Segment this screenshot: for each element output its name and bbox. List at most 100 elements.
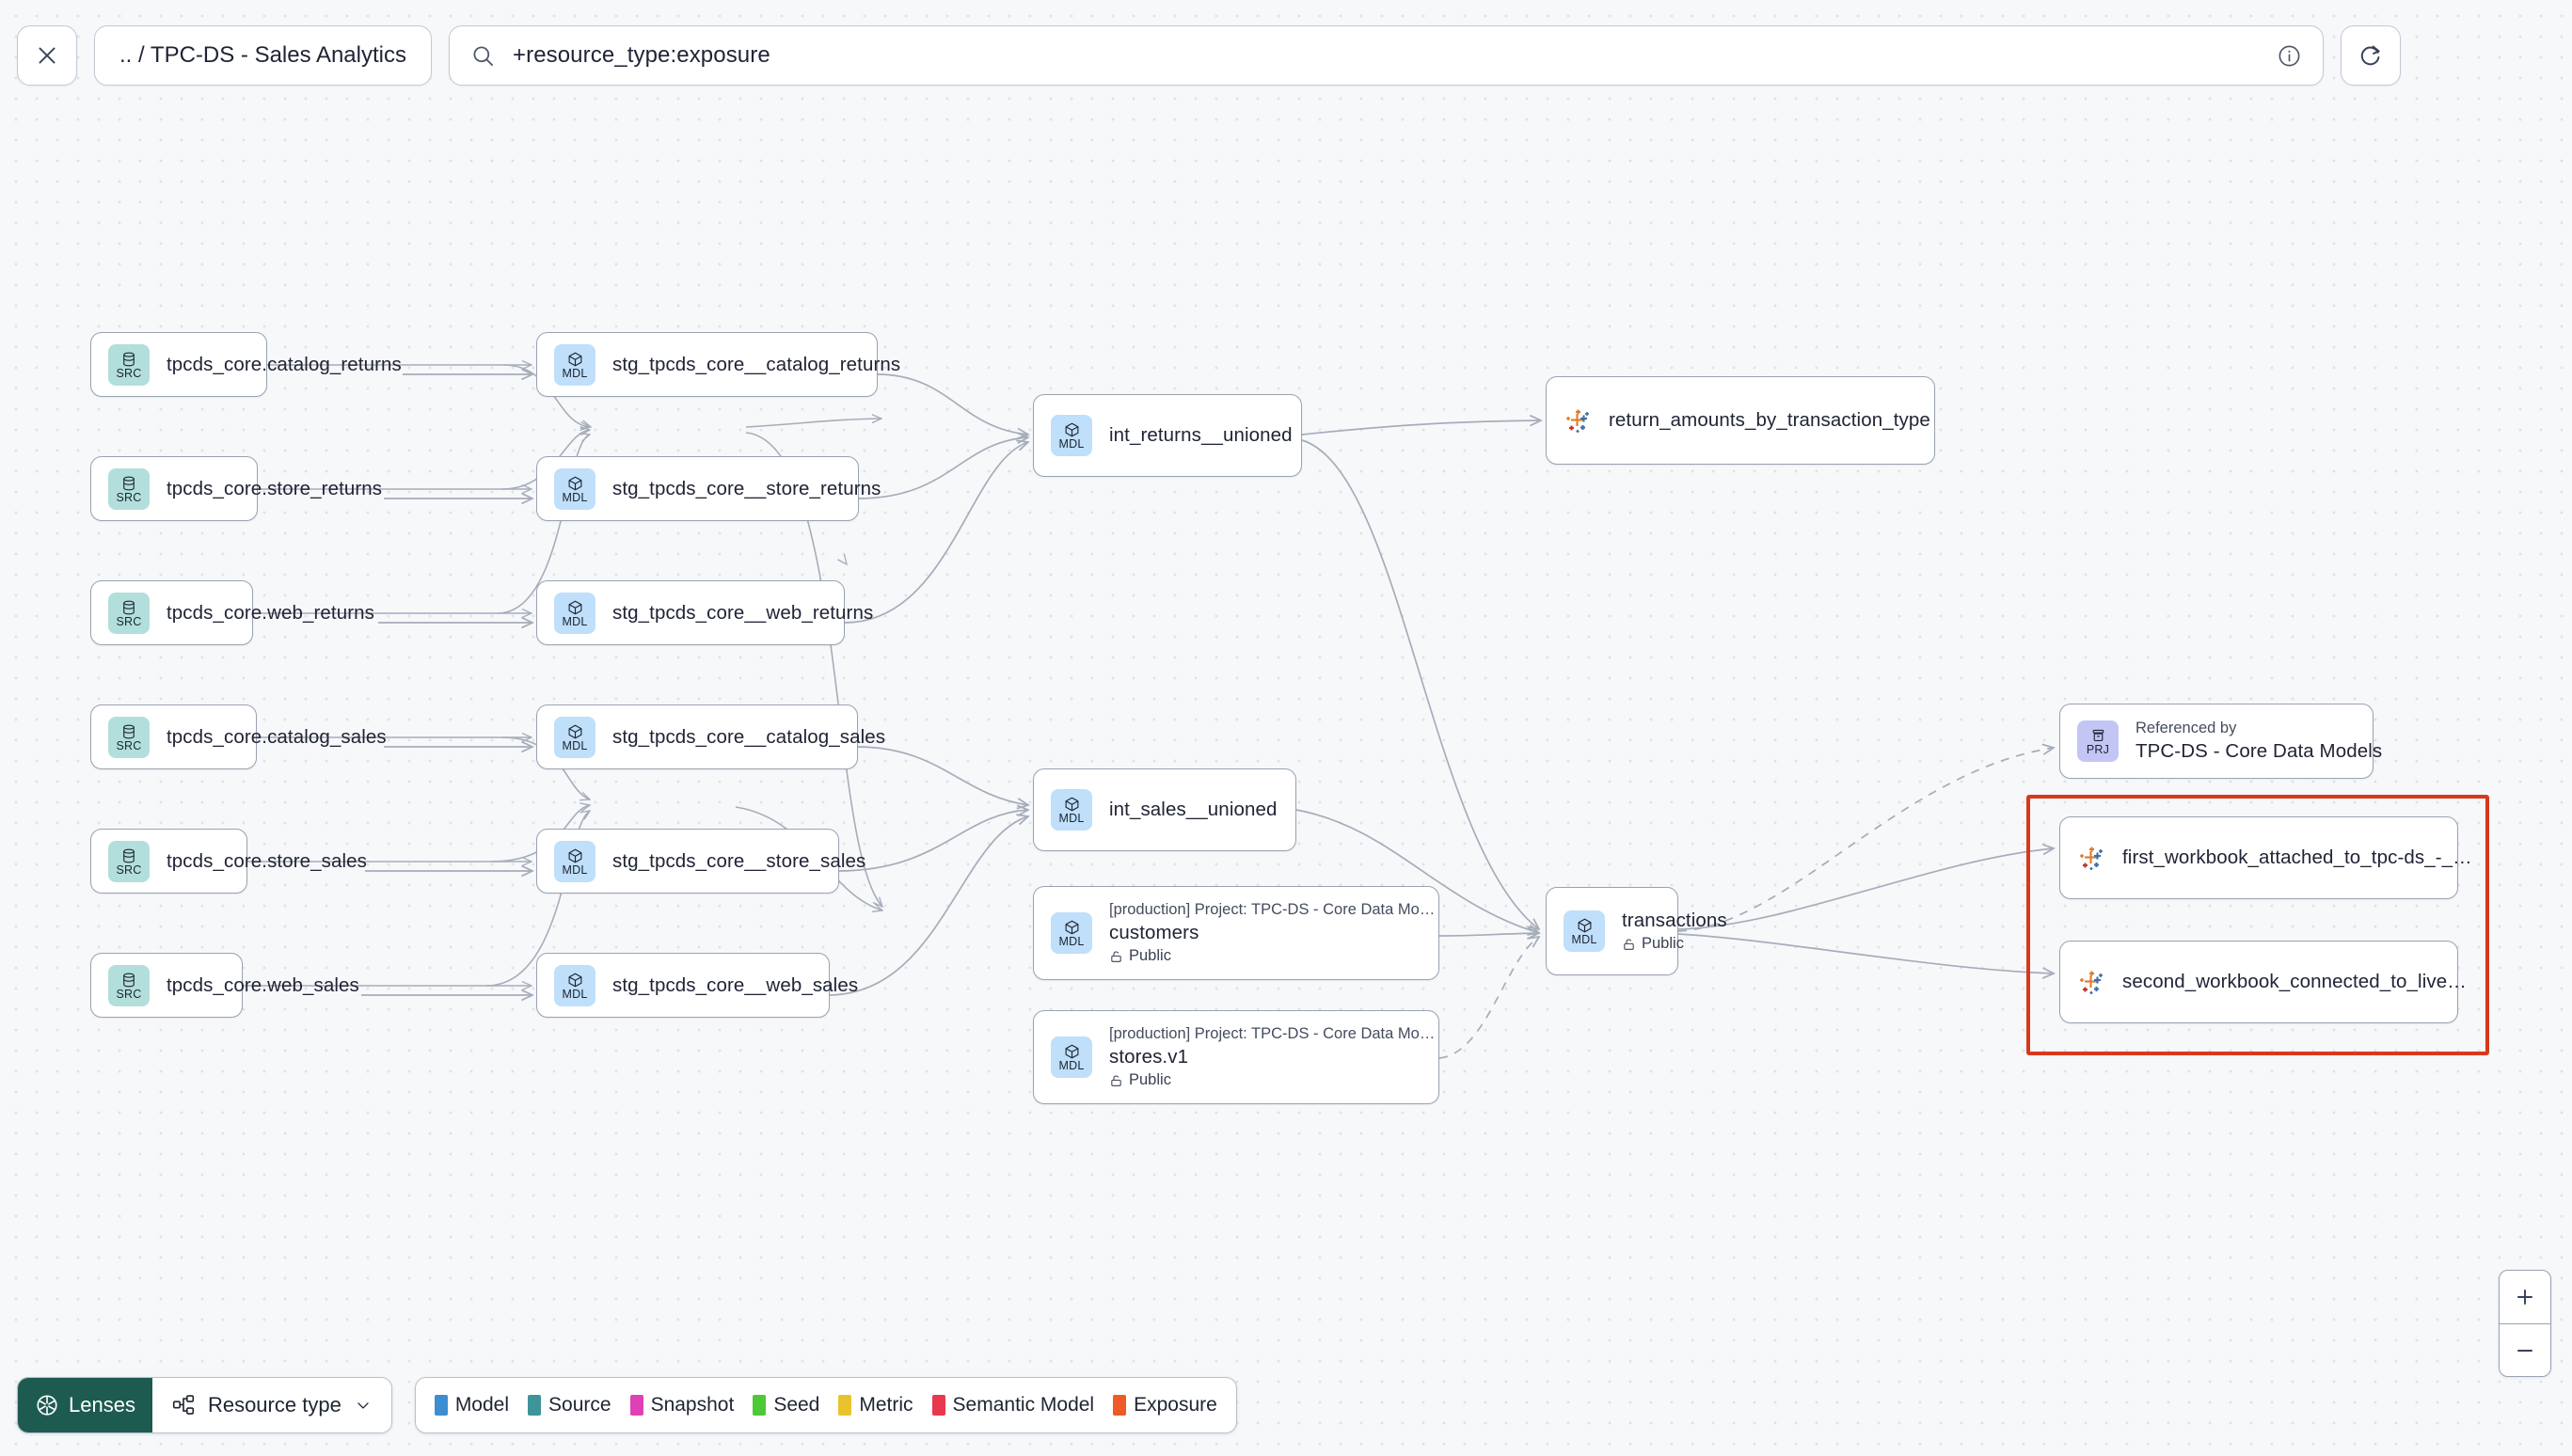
node-source-catalog-returns[interactable]: SRC tpcds_core.catalog_returns	[90, 332, 402, 397]
mdl-badge-text: MDL	[562, 490, 588, 504]
node-label: return_amounts_by_transaction_type	[1609, 409, 1930, 431]
node-label: int_sales__unioned	[1109, 799, 1278, 820]
src-badge: SRC	[108, 716, 150, 758]
node-label: int_returns__unioned	[1109, 424, 1293, 446]
resource-type-legend: Model Source Snapshot Seed Metric Semant…	[414, 1377, 1237, 1433]
node-body: stg_tpcds_core__catalog_returns	[612, 354, 900, 376]
mdl-badge-text: MDL	[562, 987, 588, 1001]
node-body: Referenced by TPC-DS - Core Data Models	[2135, 720, 2382, 763]
node-label: tpcds_core.store_returns	[167, 477, 383, 499]
node-source-store-returns[interactable]: SRC tpcds_core.store_returns	[90, 456, 383, 521]
chevron-down-icon	[354, 1396, 373, 1415]
legend-item-metric[interactable]: Metric	[838, 1394, 913, 1416]
mdl-badge: MDL	[554, 343, 595, 386]
legend-item-snapshot[interactable]: Snapshot	[629, 1394, 735, 1416]
node-model-stg-store-returns[interactable]: MDL stg_tpcds_core__store_returns	[536, 456, 881, 521]
mdl-badge: MDL	[1051, 1037, 1092, 1078]
zoom-out-button[interactable]	[2500, 1323, 2550, 1376]
minus-icon	[2516, 1349, 2533, 1352]
mdl-badge-text: MDL	[562, 366, 588, 380]
node-access-badge: Public	[1109, 1071, 1421, 1089]
node-referenced-by-label: Referenced by	[2135, 720, 2237, 736]
node-exposure-first-workbook[interactable]: first_workbook_attached_to_tpc-ds_-_…	[2059, 816, 2472, 899]
prj-badge-text: PRJ	[2086, 743, 2110, 756]
mdl-badge-text: MDL	[1058, 935, 1085, 948]
src-badge: SRC	[108, 840, 150, 882]
unlock-icon	[1109, 949, 1123, 964]
close-button[interactable]	[17, 25, 77, 86]
node-body: stg_tpcds_core__store_returns	[612, 478, 881, 500]
legend-swatch	[629, 1395, 643, 1416]
legend-label: Model	[454, 1394, 510, 1416]
node-model-stg-web-returns[interactable]: MDL stg_tpcds_core__web_returns	[536, 580, 873, 645]
search-bar[interactable]: +resource_type:exposure	[448, 25, 2324, 86]
node-model-stg-catalog-returns[interactable]: MDL stg_tpcds_core__catalog_returns	[536, 332, 900, 397]
node-label: tpcds_core.catalog_sales	[167, 725, 387, 748]
node-body: int_sales__unioned	[1109, 799, 1277, 821]
legend-item-model[interactable]: Model	[434, 1394, 510, 1416]
src-badge-text: SRC	[116, 490, 142, 504]
node-body: first_workbook_attached_to_tpc-ds_-_…	[2122, 847, 2472, 869]
node-exposure-second-workbook[interactable]: second_workbook_connected_to_live…	[2059, 941, 2467, 1023]
node-project-referenced-by[interactable]: PRJ Referenced by TPC-DS - Core Data Mod…	[2059, 704, 2382, 779]
node-model-stg-web-sales[interactable]: MDL stg_tpcds_core__web_sales	[536, 953, 859, 1018]
node-body: tpcds_core.web_sales	[167, 974, 359, 997]
node-body: tpcds_core.catalog_returns	[167, 354, 402, 376]
lenses-button[interactable]: Lenses	[18, 1378, 152, 1432]
mdl-badge-text: MDL	[562, 614, 588, 628]
legend-swatch	[753, 1395, 767, 1416]
mdl-badge: MDL	[1051, 789, 1092, 831]
legend-item-seed[interactable]: Seed	[753, 1394, 819, 1416]
legend-label: Snapshot	[650, 1394, 735, 1416]
node-source-web-sales[interactable]: SRC tpcds_core.web_sales	[90, 953, 359, 1018]
node-model-stg-store-sales[interactable]: MDL stg_tpcds_core__store_sales	[536, 829, 865, 894]
legend-item-exposure[interactable]: Exposure	[1113, 1394, 1217, 1416]
node-body: tpcds_core.store_sales	[167, 850, 367, 873]
mdl-badge-text: MDL	[562, 738, 588, 752]
node-access-label: Public	[1642, 935, 1684, 952]
node-body: tpcds_core.catalog_sales	[167, 725, 387, 749]
legend-item-source[interactable]: Source	[528, 1394, 611, 1416]
node-model-stg-catalog-sales[interactable]: MDL stg_tpcds_core__catalog_sales	[536, 704, 885, 769]
resource-type-dropdown[interactable]: Resource type	[151, 1378, 391, 1432]
node-source-store-sales[interactable]: SRC tpcds_core.store_sales	[90, 829, 367, 894]
legend-item-semantic-model[interactable]: Semantic Model	[931, 1394, 1094, 1416]
hierarchy-icon	[171, 1393, 196, 1417]
refresh-button[interactable]	[2340, 25, 2401, 86]
info-icon[interactable]	[2277, 43, 2302, 69]
node-model-stores-v1[interactable]: MDL [production] Project: TPC-DS - Core …	[1033, 1010, 1439, 1104]
src-badge-text: SRC	[116, 366, 142, 380]
lenses-label: Lenses	[69, 1393, 135, 1416]
legend-swatch	[528, 1395, 542, 1416]
node-label: second_workbook_connected_to_live…	[2122, 971, 2467, 992]
node-model-int-sales-unioned[interactable]: MDL int_sales__unioned	[1033, 768, 1296, 851]
node-body: stg_tpcds_core__web_returns	[612, 602, 873, 625]
search-input[interactable]: +resource_type:exposure	[512, 42, 770, 68]
node-source-catalog-sales[interactable]: SRC tpcds_core.catalog_sales	[90, 704, 387, 769]
bottom-toolbar: Lenses Resource type	[17, 1377, 1237, 1433]
node-label: stores.v1	[1109, 1046, 1189, 1068]
src-badge-text: SRC	[116, 738, 142, 752]
node-exposure-return-amounts[interactable]: return_amounts_by_transaction_type	[1546, 376, 1935, 465]
tableau-exposure-icon	[2077, 968, 2105, 996]
tableau-exposure-icon	[2077, 844, 2105, 872]
node-body: stg_tpcds_core__catalog_sales	[612, 726, 885, 749]
unlock-icon	[1109, 1073, 1123, 1088]
legend-label: Source	[548, 1394, 611, 1416]
node-source-web-returns[interactable]: SRC tpcds_core.web_returns	[90, 580, 374, 645]
zoom-in-button[interactable]	[2500, 1271, 2550, 1323]
node-project-subtitle: [production] Project: TPC-DS - Core Data…	[1109, 1025, 1436, 1042]
zoom-controls	[2499, 1270, 2551, 1377]
node-model-transactions[interactable]: MDL transactions Public	[1546, 887, 1727, 975]
node-label: stg_tpcds_core__web_sales	[612, 973, 859, 996]
node-model-customers[interactable]: MDL [production] Project: TPC-DS - Core …	[1033, 886, 1439, 980]
legend-label: Metric	[859, 1394, 913, 1416]
node-model-int-returns-unioned[interactable]: MDL int_returns__unioned	[1033, 394, 1302, 477]
breadcrumb[interactable]: .. / TPC-DS - Sales Analytics	[94, 25, 432, 86]
node-body: tpcds_core.web_returns	[167, 602, 374, 625]
tableau-exposure-icon	[1564, 406, 1592, 435]
mdl-badge: MDL	[1051, 912, 1092, 954]
legend-label: Seed	[773, 1394, 820, 1416]
